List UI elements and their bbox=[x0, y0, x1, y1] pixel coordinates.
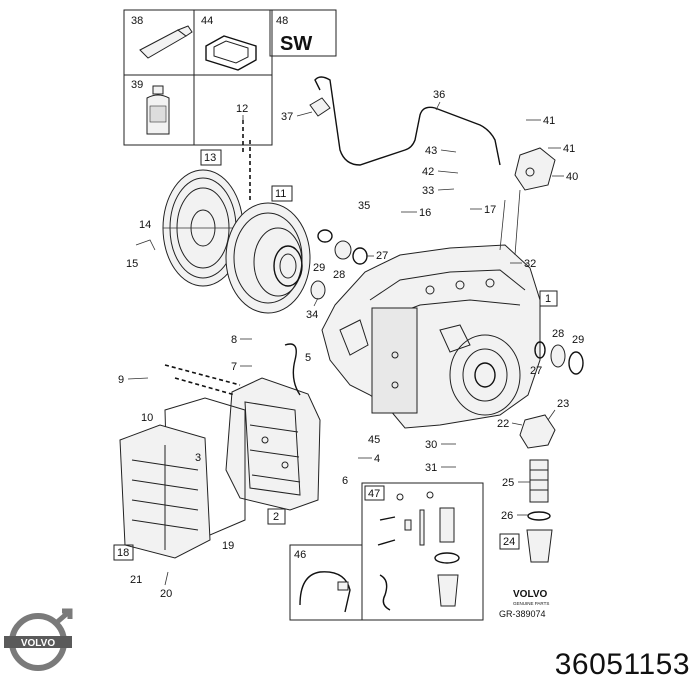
callout-29-upper: 29 bbox=[313, 262, 325, 274]
volvo-logo: VOLVO bbox=[4, 608, 73, 671]
mount-bracket bbox=[514, 147, 556, 191]
ref-1: 1 bbox=[545, 293, 551, 305]
reference-code: GR-389074 bbox=[499, 609, 546, 619]
callout-36: 36 bbox=[433, 89, 445, 101]
callout-14: 14 bbox=[139, 219, 151, 231]
ref-48: 48 bbox=[276, 15, 288, 27]
callout-12: 12 bbox=[236, 103, 248, 115]
callout-23: 23 bbox=[557, 398, 569, 410]
callout-42: 42 bbox=[422, 166, 434, 178]
valve-body bbox=[225, 377, 321, 511]
callout-16: 16 bbox=[419, 207, 431, 219]
oil-bottle-icon bbox=[146, 85, 170, 135]
callout-15: 15 bbox=[126, 258, 138, 270]
callout-28-lower: 28 bbox=[552, 328, 564, 340]
torque-converter bbox=[162, 169, 244, 287]
callout-22: 22 bbox=[497, 418, 509, 430]
callout-37: 37 bbox=[281, 111, 293, 123]
callout-20: 20 bbox=[160, 588, 172, 600]
callout-26: 26 bbox=[501, 510, 513, 522]
callout-45: 45 bbox=[368, 434, 380, 446]
gasket-frame-icon bbox=[205, 35, 257, 71]
callout-4: 4 bbox=[374, 453, 380, 465]
ref-2: 2 bbox=[273, 511, 279, 523]
sw-label: SW bbox=[280, 33, 312, 55]
callout-27-lower: 27 bbox=[530, 365, 542, 377]
callout-5: 5 bbox=[305, 352, 311, 364]
ref-24: 24 bbox=[503, 536, 515, 548]
callout-43: 43 bbox=[425, 145, 437, 157]
callout-35: 35 bbox=[358, 200, 370, 212]
part-number: 36051153 bbox=[554, 648, 690, 681]
oil-pipe bbox=[309, 76, 501, 166]
callout-6: 6 bbox=[342, 475, 348, 487]
callout-19: 19 bbox=[222, 540, 234, 552]
accessory-box-group: 38 44 48 39 SW bbox=[123, 9, 337, 146]
ref-46: 46 bbox=[294, 549, 306, 561]
ref-39: 39 bbox=[131, 79, 143, 91]
callout-34: 34 bbox=[306, 309, 318, 321]
callout-27-upper: 27 bbox=[376, 250, 388, 262]
callout-3: 3 bbox=[195, 452, 201, 464]
callout-41-mid: 41 bbox=[563, 143, 575, 155]
logo-wordmark: VOLVO bbox=[21, 638, 55, 649]
ref-44: 44 bbox=[201, 15, 213, 27]
callout-21: 21 bbox=[130, 574, 142, 586]
ref-11: 11 bbox=[275, 188, 286, 200]
callout-group: 12 14 15 37 36 43 42 33 41 41 40 35 16 1… bbox=[118, 89, 584, 600]
callout-31: 31 bbox=[425, 462, 437, 474]
callout-10: 10 bbox=[141, 412, 153, 424]
ref-47: 47 bbox=[368, 488, 380, 500]
brand-text: VOLVO bbox=[513, 589, 547, 600]
callout-32: 32 bbox=[524, 258, 536, 270]
ref-38: 38 bbox=[131, 15, 143, 27]
transmission-housing bbox=[321, 244, 541, 429]
callout-7: 7 bbox=[231, 361, 237, 373]
callout-40: 40 bbox=[566, 171, 578, 183]
ref-13: 13 bbox=[204, 152, 216, 164]
sealant-tube-icon bbox=[139, 25, 193, 59]
callout-25: 25 bbox=[502, 477, 514, 489]
callout-28-upper: 28 bbox=[333, 269, 345, 281]
brand-subtext: GENUINE PARTS bbox=[513, 601, 549, 606]
oil-filter-stack bbox=[519, 414, 556, 563]
callout-33: 33 bbox=[422, 185, 434, 197]
callout-17: 17 bbox=[484, 204, 496, 216]
callout-9: 9 bbox=[118, 374, 124, 386]
ref-18: 18 bbox=[117, 547, 129, 559]
oil-pan-cover bbox=[119, 424, 211, 559]
callout-30: 30 bbox=[425, 439, 437, 451]
pump-drum bbox=[225, 202, 311, 314]
callout-8: 8 bbox=[231, 334, 237, 346]
callout-41-top: 41 bbox=[543, 115, 555, 127]
service-kit-parts bbox=[377, 491, 460, 611]
callout-29-lower: 29 bbox=[572, 334, 584, 346]
